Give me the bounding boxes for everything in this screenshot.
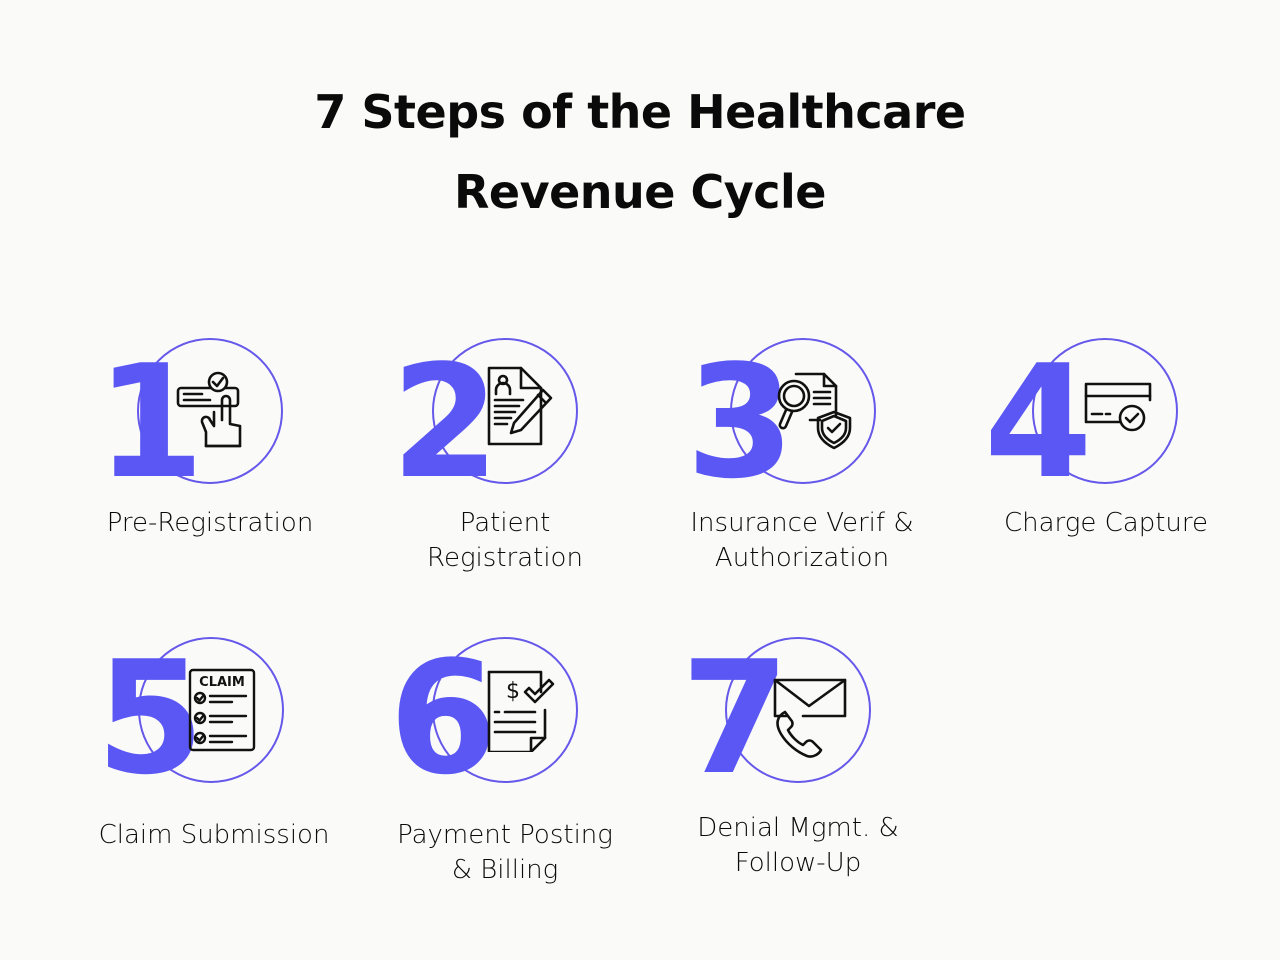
step-number: 4 bbox=[984, 331, 1093, 513]
step-number: 7 bbox=[681, 627, 790, 809]
step-ring bbox=[432, 637, 578, 783]
svg-text:$: $ bbox=[506, 679, 520, 704]
step-4: 4 Charge Capture bbox=[980, 330, 1240, 590]
credit-card-check-icon bbox=[1080, 376, 1164, 460]
step-number: 6 bbox=[389, 627, 498, 809]
step-ring bbox=[730, 338, 876, 484]
step-number: 5 bbox=[96, 627, 205, 809]
step-label-line: Claim Submission bbox=[98, 820, 330, 850]
step-6: 6 $ Payment Posting & Billing bbox=[385, 630, 645, 890]
step-3: 3 Insurance Verif & Authorization bbox=[680, 330, 940, 590]
svg-text:CLAIM: CLAIM bbox=[199, 675, 245, 690]
step-ring bbox=[137, 338, 283, 484]
step-label: Claim Submission bbox=[64, 818, 364, 853]
step-label-line: Patient bbox=[459, 508, 551, 538]
step-label: Pre-Registration bbox=[60, 506, 360, 541]
claim-checklist-icon: CLAIM bbox=[186, 668, 270, 752]
step-label: Insurance Verif & Authorization bbox=[652, 506, 952, 576]
envelope-phone-icon bbox=[773, 674, 857, 758]
step-label: Charge Capture bbox=[956, 506, 1256, 541]
step-ring bbox=[138, 637, 284, 783]
pointer-checklist-icon bbox=[172, 368, 256, 452]
step-1: 1 Pre-Registration bbox=[90, 330, 350, 590]
title-line-2: Revenue Cycle bbox=[454, 165, 827, 219]
step-number: 1 bbox=[96, 331, 205, 513]
step-label-line: Denial Mgmt. & bbox=[697, 813, 899, 843]
document-search-shield-icon bbox=[774, 368, 858, 452]
step-label-line: & Billing bbox=[451, 855, 559, 885]
step-label-line: Pre-Registration bbox=[106, 508, 314, 538]
step-label-line: Follow-Up bbox=[734, 848, 862, 878]
step-ring bbox=[432, 338, 578, 484]
step-label-line: Payment Posting bbox=[397, 820, 613, 850]
step-number: 3 bbox=[686, 331, 795, 513]
step-label-line: Insurance Verif & bbox=[690, 508, 914, 538]
step-7: 7 Denial Mgmt. & Follow-Up bbox=[675, 630, 935, 890]
step-label-line: Charge Capture bbox=[1003, 508, 1209, 538]
step-ring bbox=[725, 637, 871, 783]
step-2: 2 Patient Registration bbox=[385, 330, 645, 590]
step-label: Payment Posting & Billing bbox=[355, 818, 655, 888]
title-line-1: 7 Steps of the Healthcare bbox=[314, 85, 966, 139]
step-label: Patient Registration bbox=[355, 506, 655, 576]
page-title: 7 Steps of the Healthcare Revenue Cycle bbox=[0, 72, 1280, 232]
step-number: 2 bbox=[391, 331, 500, 513]
step-label: Denial Mgmt. & Follow-Up bbox=[648, 811, 948, 881]
step-ring bbox=[1032, 338, 1178, 484]
step-label-line: Registration bbox=[427, 543, 583, 573]
step-5: 5 CLAIM Claim Submission bbox=[90, 630, 350, 890]
step-label-line: Authorization bbox=[714, 543, 890, 573]
invoice-dollar-check-icon: $ bbox=[483, 668, 567, 752]
patient-form-pencil-icon bbox=[483, 364, 567, 448]
